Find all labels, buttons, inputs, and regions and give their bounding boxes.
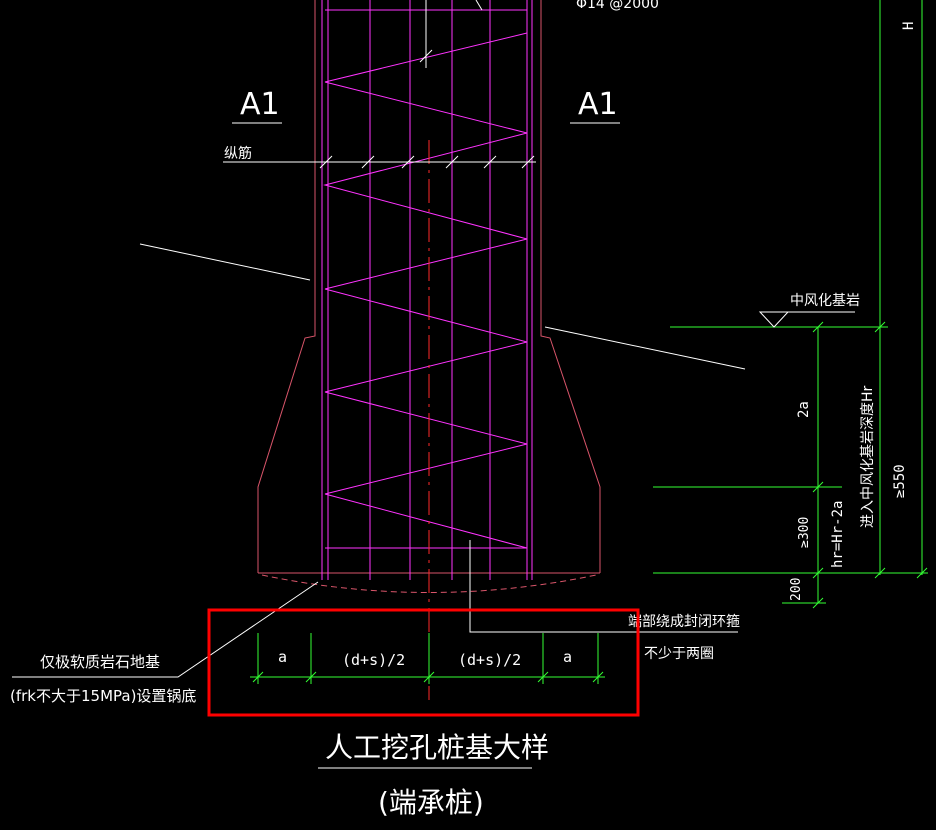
rock-stratum-label: 中风化基岩: [790, 292, 860, 309]
rebar-cage: [321, 0, 533, 580]
bottom-dim-4: a: [563, 648, 572, 666]
spiral-stirrup: [323, 32, 528, 549]
dim-hr-formula: hr=Hr-2a: [830, 501, 846, 568]
rock-stratum-marker: 中风化基岩: [758, 292, 860, 328]
section-mark-right-text: A1: [578, 87, 618, 122]
dim-min-300: ≥300: [797, 517, 812, 548]
bottom-dimension-chain: [250, 633, 605, 684]
bottom-dim-3: (d+s)/2: [458, 651, 521, 669]
pile-outline-right: [540, 0, 601, 573]
ground-lines: [139, 243, 746, 370]
dim-base-200: 200: [789, 578, 804, 601]
longitudinal-bar-label: 纵筋: [224, 145, 252, 162]
rebar-spec: Φ14 @2000: [576, 0, 659, 12]
drawing-subtitle: (端承桩): [378, 786, 484, 819]
dim-h-top: H: [901, 22, 917, 30]
bottom-dim-1: a: [278, 648, 287, 666]
dim-2a: 2a: [796, 401, 812, 418]
longitudinal-bar-leader: [223, 0, 536, 169]
end-ring-leader: [469, 540, 738, 633]
section-mark-left-text: A1: [240, 87, 280, 122]
bottom-dim-2: (d+s)/2: [342, 651, 405, 669]
end-ring-note-line1: 端部绕成封闭环箍: [628, 613, 740, 630]
dim-embed-depth: 进入中风化基岩深度Hr: [859, 385, 876, 528]
section-mark-left: A1: [232, 87, 282, 124]
drawing-title: 人工挖孔桩基大样: [325, 731, 549, 764]
end-ring-note-line2: 不少于两圈: [644, 646, 714, 662]
dim-min-550: ≥550: [892, 464, 908, 498]
section-mark-right: A1: [570, 87, 620, 124]
soft-rock-note-line1: 仅极软质岩石地基: [40, 653, 160, 671]
depth-dimensions: [653, 0, 928, 609]
soft-rock-leader: [12, 581, 319, 678]
highlight-box: [207, 608, 640, 717]
pile-outline-left: [257, 0, 316, 573]
soft-rock-note-line2: (frk不大于15MPa)设置锅底: [10, 687, 196, 705]
pot-bottom-arc: [261, 574, 597, 593]
